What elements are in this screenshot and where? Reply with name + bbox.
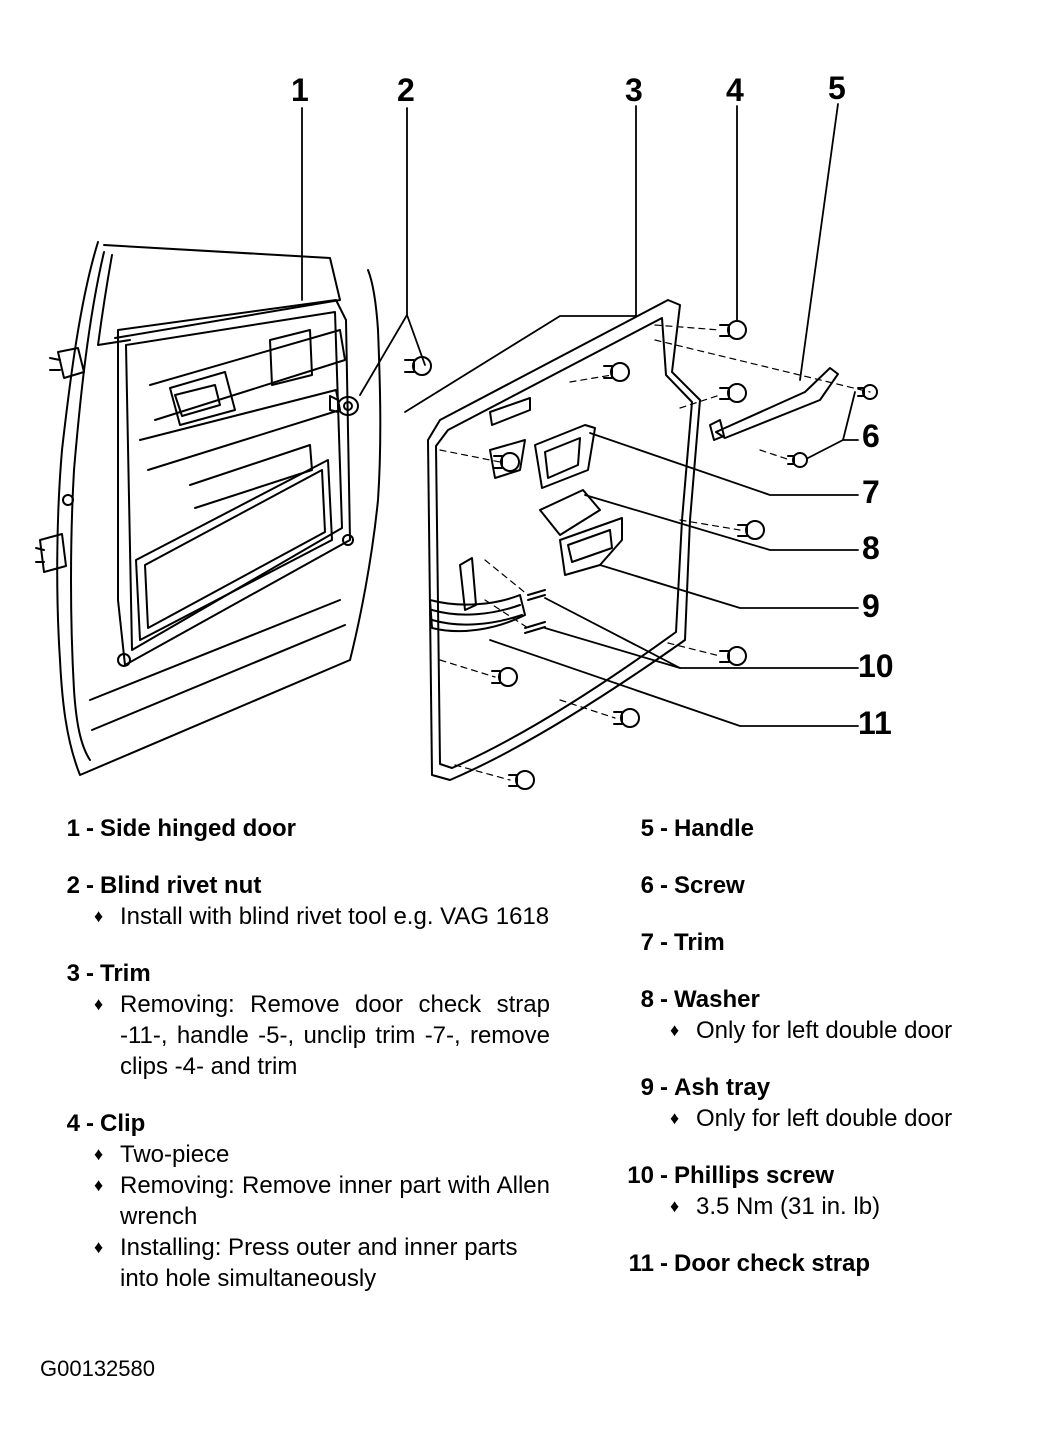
callout-11: 11 — [858, 705, 892, 741]
bullet-icon: ♦ — [670, 1196, 680, 1216]
item-note: ♦Install with blind rivet tool e.g. VAG … — [94, 903, 550, 930]
item-note: ♦Two-piece — [94, 1141, 230, 1168]
legend-item-10: 10-Phillips screw ♦3.5 Nm (31 in. lb) — [606, 1160, 1016, 1222]
item-number: 9 — [640, 1074, 654, 1101]
legend-left-column: 1-Side hinged door 2-Blind rivet nut ♦In… — [40, 813, 550, 1320]
legend-item-1: 1-Side hinged door — [40, 813, 550, 844]
callout-4: 4 — [726, 72, 744, 108]
legend-item-3: 3-Trim ♦Removing: Remove door check stra… — [40, 958, 550, 1082]
item-label: Handle — [674, 815, 755, 842]
item-label: Ash tray — [674, 1074, 771, 1101]
callout-6: 6 — [862, 418, 880, 454]
callout-9: 9 — [862, 588, 880, 624]
legend-item-8: 8-Washer ♦Only for left double door — [606, 984, 1016, 1046]
item-label: Side hinged door — [100, 815, 296, 842]
leader-lines — [301, 103, 859, 727]
bullet-icon: ♦ — [670, 1020, 680, 1040]
item-number: 1 — [66, 815, 80, 842]
item-note: ♦Installing: Press outer and inner parts… — [94, 1234, 518, 1292]
callout-1: 1 — [291, 72, 309, 108]
alignment-lines — [439, 324, 871, 781]
item-number: 4 — [66, 1110, 80, 1137]
callout-5: 5 — [828, 70, 846, 106]
item-label: Phillips screw — [674, 1162, 835, 1189]
item-number: 2 — [66, 872, 80, 899]
legend-item-7: 7-Trim — [606, 927, 1016, 958]
callout-7: 7 — [862, 474, 880, 510]
legend-item-2: 2-Blind rivet nut ♦Install with blind ri… — [40, 870, 550, 932]
callout-numbers: 1 2 3 4 5 6 7 8 9 10 11 — [291, 70, 894, 741]
legend-item-4: 4-Clip ♦Two-piece ♦Removing: Remove inne… — [40, 1108, 550, 1294]
legend-right-column: 5-Handle 6-Screw 7-Trim 8-Washer ♦Only f… — [606, 813, 1016, 1305]
item-number: 6 — [640, 872, 654, 899]
item-label: Clip — [100, 1110, 146, 1137]
door-trim-exploded-diagram: 1 2 3 4 5 6 7 8 9 10 11 — [35, 70, 894, 790]
item-note: ♦Only for left double door — [670, 1105, 953, 1132]
item-note: ♦Removing: Remove door check strap -11-,… — [94, 991, 550, 1080]
bullet-icon: ♦ — [94, 1175, 104, 1195]
item-note: ♦3.5 Nm (31 in. lb) — [670, 1193, 881, 1220]
figure-id: G00132580 — [40, 1356, 155, 1381]
bullet-icon: ♦ — [94, 994, 104, 1014]
side-hinged-door — [35, 241, 382, 776]
item-label: Screw — [674, 872, 745, 899]
callout-8: 8 — [862, 530, 880, 566]
bullet-icon: ♦ — [94, 906, 104, 926]
item-number: 11 — [628, 1250, 654, 1277]
fasteners — [404, 320, 878, 790]
pull-handle — [709, 367, 839, 441]
callout-10: 10 — [858, 648, 894, 684]
item-label: Washer — [674, 986, 760, 1013]
legend-item-11: 11-Door check strap — [606, 1248, 1016, 1279]
bullet-icon: ♦ — [670, 1108, 680, 1128]
callout-3: 3 — [625, 72, 643, 108]
item-label: Door check strap — [674, 1250, 871, 1277]
item-note: ♦Removing: Remove inner part with Allen … — [94, 1172, 550, 1230]
item-number: 5 — [640, 815, 654, 842]
item-number: 10 — [627, 1162, 654, 1189]
callout-2: 2 — [397, 72, 415, 108]
item-label: Blind rivet nut — [100, 872, 262, 899]
item-label: Trim — [100, 960, 151, 987]
item-number: 3 — [66, 960, 80, 987]
item-number: 7 — [640, 929, 654, 956]
item-number: 8 — [640, 986, 654, 1013]
bullet-icon: ♦ — [94, 1144, 104, 1164]
legend-item-6: 6-Screw — [606, 870, 1016, 901]
item-note: ♦Only for left double door — [670, 1017, 953, 1044]
bullet-icon: ♦ — [94, 1237, 104, 1257]
legend-item-9: 9-Ash tray ♦Only for left double door — [606, 1072, 1016, 1134]
legend-item-5: 5-Handle — [606, 813, 1016, 844]
item-label: Trim — [674, 929, 725, 956]
trim-panel — [427, 299, 701, 781]
